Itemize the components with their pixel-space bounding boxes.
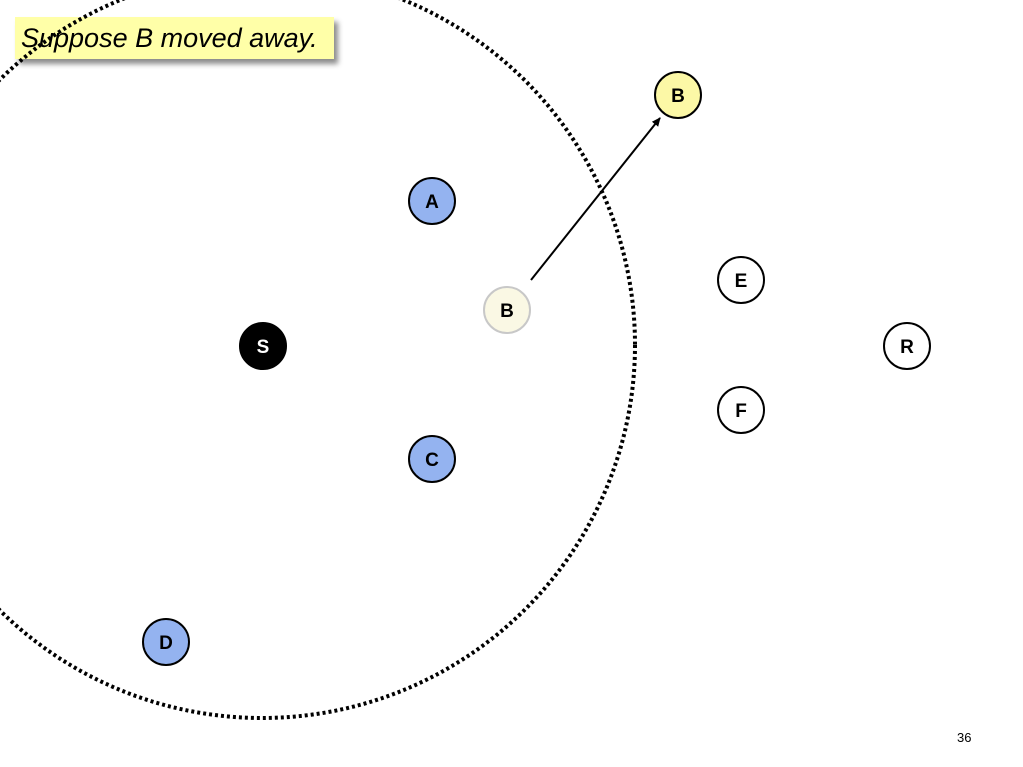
node-b-old-label: B: [500, 301, 514, 322]
node-b-new-label: B: [671, 86, 685, 107]
range-circle: [0, 0, 637, 720]
node-a: A: [408, 177, 456, 225]
node-f: F: [717, 386, 765, 434]
node-s-label: S: [257, 337, 270, 358]
node-e-label: E: [735, 271, 748, 292]
node-f-label: F: [735, 401, 747, 422]
node-b-new: B: [654, 71, 702, 119]
node-e: E: [717, 256, 765, 304]
callout-box: Suppose B moved away.: [15, 17, 334, 59]
callout-text: Suppose B moved away.: [21, 22, 318, 53]
node-a-label: A: [425, 192, 439, 213]
node-d-label: D: [159, 633, 173, 654]
node-b-old: B: [483, 286, 531, 334]
movement-arrow: [530, 117, 661, 281]
page-number: 36: [957, 730, 972, 745]
node-r-label: R: [900, 337, 914, 358]
node-c-label: C: [425, 450, 439, 471]
node-c: C: [408, 435, 456, 483]
node-r: R: [883, 322, 931, 370]
node-s: S: [239, 322, 287, 370]
node-d: D: [142, 618, 190, 666]
